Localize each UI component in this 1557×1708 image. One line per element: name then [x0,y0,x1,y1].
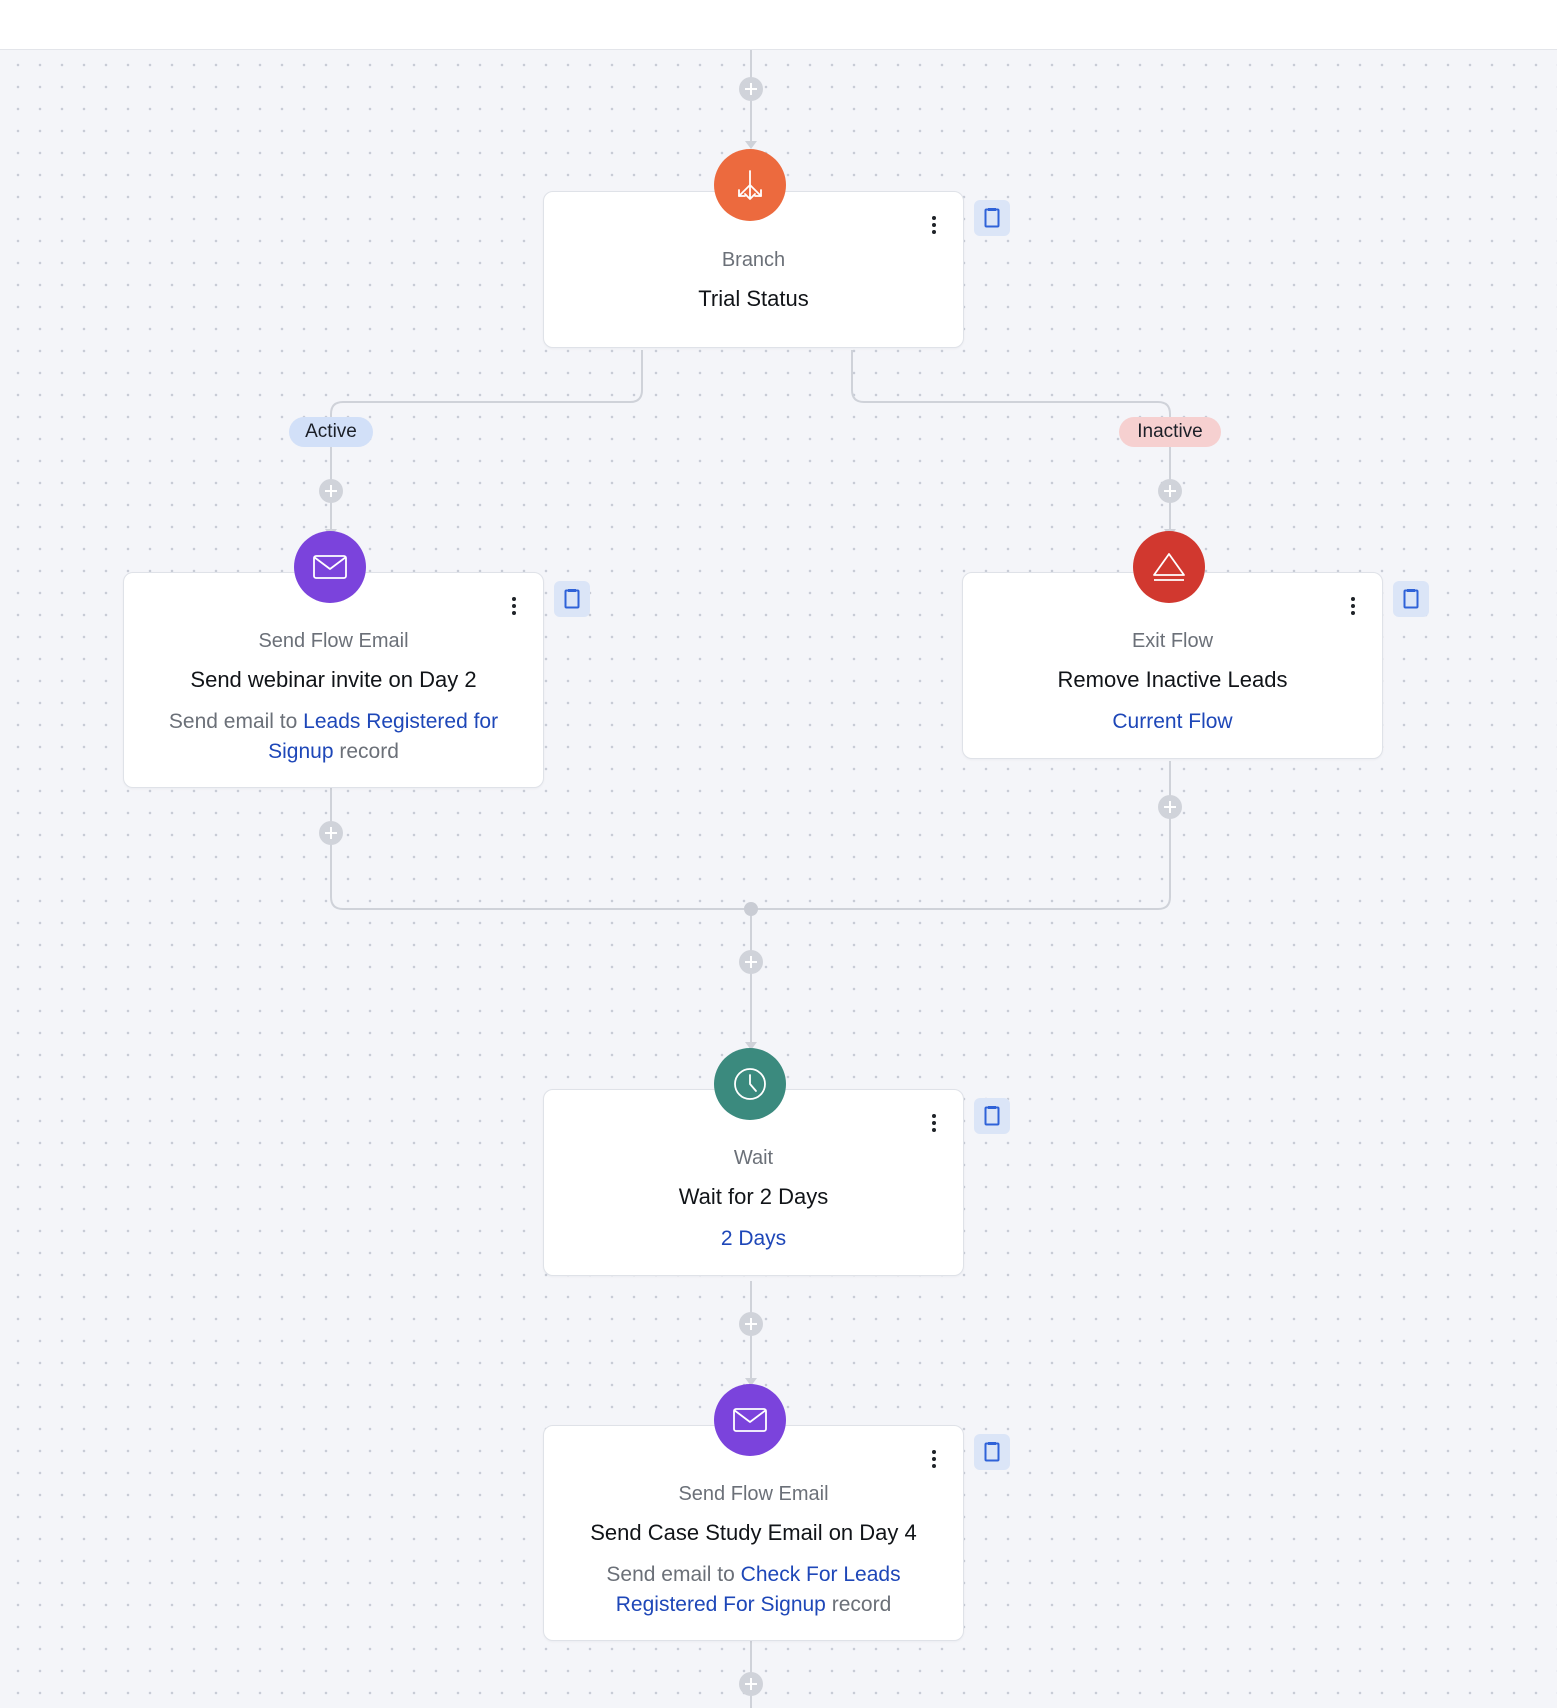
detail-suffix: record [339,740,399,763]
node-type: Send Flow Email [258,630,409,652]
node-title: Send Case Study Email on Day 4 [590,1520,917,1545]
clock-icon [714,1048,786,1120]
node-detail: 2 Days [544,1224,963,1254]
more-options-icon[interactable] [927,1446,941,1472]
add-step-button[interactable] [1158,795,1182,819]
branch-icon [714,149,786,221]
note-icon[interactable] [974,200,1010,236]
branch-label-active[interactable]: Active [289,417,373,447]
top-bar [0,0,1557,50]
detail-prefix: Send email to [606,1563,735,1586]
add-step-button[interactable] [319,821,343,845]
add-step-button[interactable] [739,77,763,101]
eject-icon [1133,531,1205,603]
add-step-button[interactable] [739,1312,763,1336]
node-title: Remove Inactive Leads [1057,667,1288,692]
flow-canvas[interactable]: Branch Trial Status Active Inactive Send… [0,50,1557,1708]
branch-label-inactive[interactable]: Inactive [1119,417,1221,447]
more-options-icon[interactable] [507,593,521,619]
mail-icon [294,531,366,603]
node-type: Wait [733,1147,774,1169]
add-step-button[interactable] [1158,479,1182,503]
exit-flow-card[interactable]: Exit Flow Remove Inactive Leads Current … [962,572,1383,759]
merge-point [744,902,758,916]
node-title: Trial Status [698,286,809,311]
node-type: Exit Flow [1131,630,1214,652]
recipient-link[interactable]: Check For Leads Registered For Signup [615,1563,901,1616]
note-icon[interactable] [1393,581,1429,617]
note-icon[interactable] [974,1098,1010,1134]
more-options-icon[interactable] [1346,593,1360,619]
node-detail: Send email to Leads Registered for Signu… [124,707,543,767]
node-type: Branch [721,249,786,271]
detail-suffix: record [831,1593,892,1616]
add-step-button[interactable] [319,479,343,503]
mail-icon [714,1384,786,1456]
detail-prefix: Send email to [168,710,298,733]
node-title: Send webinar invite on Day 2 [190,667,477,692]
add-step-button[interactable] [739,950,763,974]
node-type: Send Flow Email [678,1483,829,1505]
more-options-icon[interactable] [927,1110,941,1136]
more-options-icon[interactable] [927,212,941,238]
note-icon[interactable] [554,581,590,617]
node-detail: Current Flow [963,707,1382,737]
wait-duration-link[interactable]: 2 Days [720,1227,787,1250]
add-step-button[interactable] [739,1672,763,1696]
wait-node-card[interactable]: Wait Wait for 2 Days 2 Days [543,1089,964,1276]
exit-target-link[interactable]: Current Flow [1112,710,1233,733]
node-title: Wait for 2 Days [678,1184,829,1209]
note-icon[interactable] [974,1434,1010,1470]
recipient-link[interactable]: Leads Registered for Signup [268,710,499,763]
send-email-day2-card[interactable]: Send Flow Email Send webinar invite on D… [123,572,544,788]
send-email-day4-card[interactable]: Send Flow Email Send Case Study Email on… [543,1425,964,1641]
node-detail: Send email to Check For Leads Registered… [544,1560,963,1620]
